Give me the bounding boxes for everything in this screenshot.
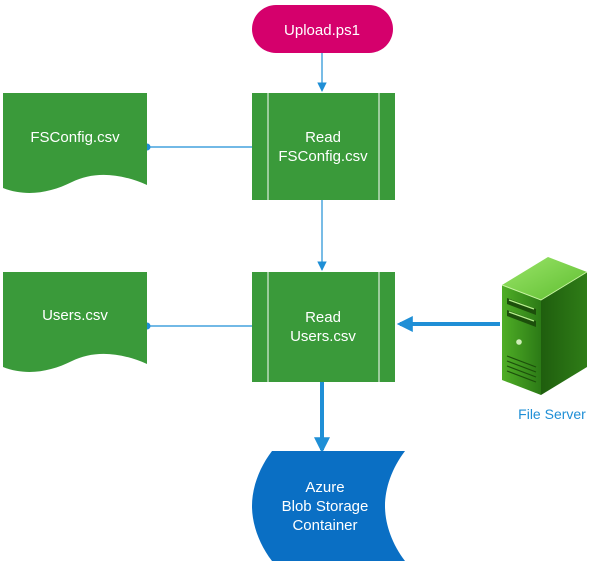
azure-storage-line1: Azure bbox=[305, 479, 344, 496]
upload-script-node[interactable]: Upload.ps1 bbox=[252, 5, 393, 53]
fsconfig-document-node[interactable]: FSConfig.csv bbox=[3, 93, 147, 193]
read-users-line1: Read bbox=[305, 309, 341, 326]
read-fsconfig-line2: FSConfig.csv bbox=[278, 148, 368, 165]
azure-storage-node[interactable]: Azure Blob Storage Container bbox=[252, 451, 413, 561]
file-server-label: File Server bbox=[518, 406, 586, 422]
users-document-label: Users.csv bbox=[42, 307, 108, 324]
server-icon bbox=[501, 257, 588, 395]
read-users-line2: Users.csv bbox=[290, 328, 356, 345]
upload-script-label: Upload.ps1 bbox=[284, 22, 360, 39]
azure-storage-line2: Blob Storage bbox=[282, 498, 369, 515]
users-document-node[interactable]: Users.csv bbox=[3, 272, 147, 372]
read-fsconfig-process[interactable]: Read FSConfig.csv bbox=[252, 93, 395, 200]
read-fsconfig-line1: Read bbox=[305, 129, 341, 146]
read-users-process[interactable]: Read Users.csv bbox=[252, 272, 395, 382]
file-server-node[interactable]: File Server bbox=[501, 257, 588, 422]
azure-storage-line3: Container bbox=[292, 517, 357, 534]
connectors bbox=[143, 53, 500, 454]
fsconfig-document-label: FSConfig.csv bbox=[30, 129, 120, 146]
